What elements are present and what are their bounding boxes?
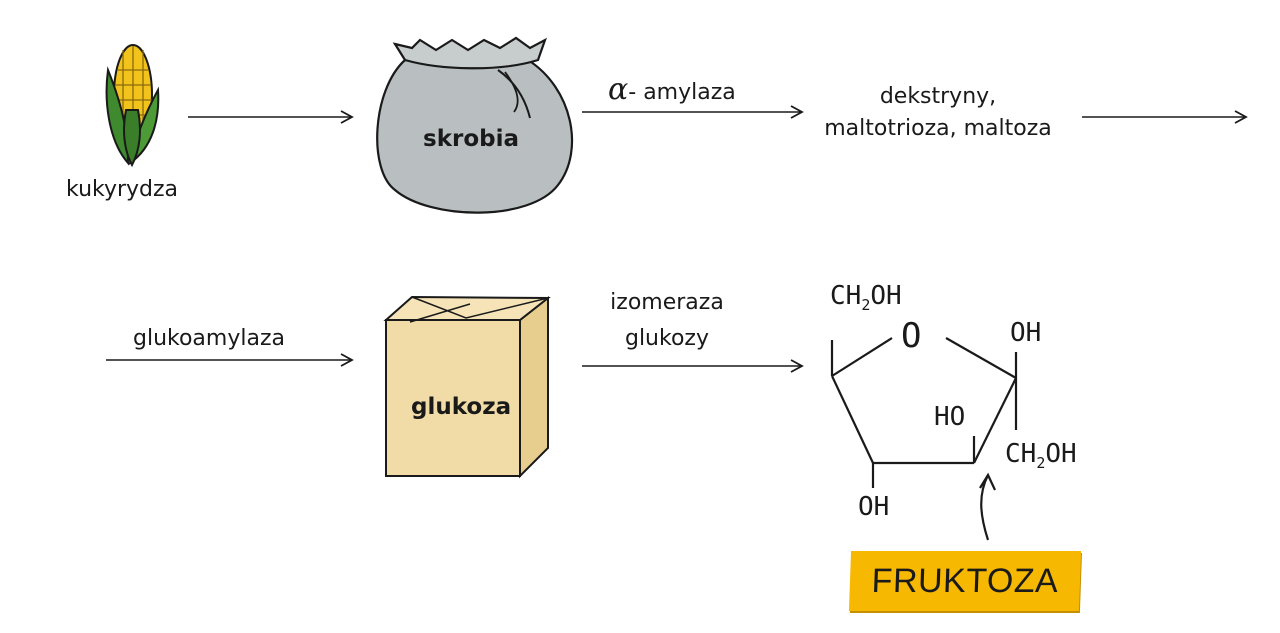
ho-label: HO [934, 402, 966, 432]
oh-bottom: OH [858, 492, 890, 522]
alpha-amylase-label: α- amylaza [608, 72, 736, 107]
arrows [106, 105, 1248, 373]
alpha-symbol: α [608, 72, 629, 107]
alpha-amylase-text: - amylaza [628, 80, 736, 105]
isomerase-line1: izomeraza [610, 290, 724, 315]
isomerase-line2: glukozy [624, 326, 709, 351]
corn-icon [105, 44, 160, 168]
products-line1: dekstryny, [879, 84, 997, 109]
glucose-label: glukoza [411, 394, 512, 420]
glucoamylase-label: glukoamylaza [133, 326, 285, 351]
ch2oh-top-left: CH2OH [830, 281, 902, 315]
fructose-badge: FRUKTOZA [848, 551, 1082, 611]
sack-icon [376, 36, 574, 214]
corn-label: kukyrydza [66, 177, 179, 202]
fructose-badge-label: FRUKTOZA [871, 562, 1059, 600]
products-line2: maltotrioza, maltoza [824, 116, 1052, 141]
box-icon [383, 295, 551, 479]
ring-oxygen: O [901, 316, 922, 356]
ch2oh-right: CH2OH [1005, 439, 1077, 473]
starch-label: skrobia [423, 126, 519, 152]
fructose-ring [830, 337, 1018, 541]
oh-right: OH [1010, 318, 1042, 348]
